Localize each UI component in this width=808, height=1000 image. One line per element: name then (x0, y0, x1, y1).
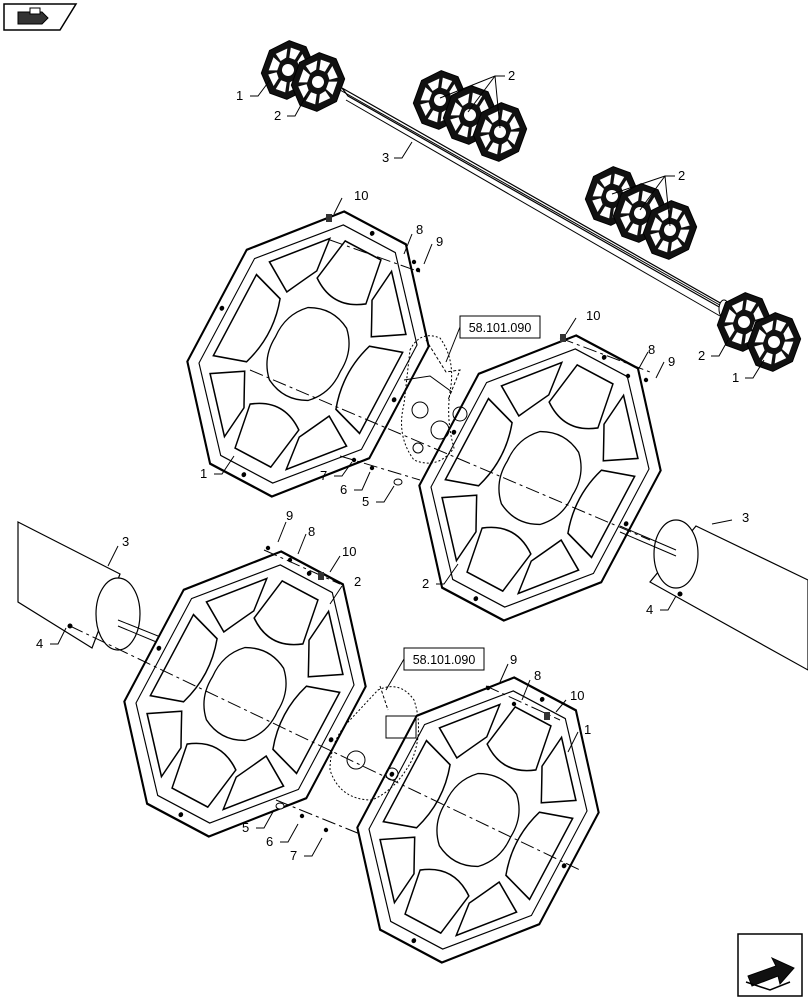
callout-4: 4 (36, 636, 43, 651)
back-arrow-icon[interactable] (737, 933, 803, 997)
upper-drive-mechanism (401, 335, 468, 464)
callout-1: 1 (584, 722, 591, 737)
callout-2: 2 (698, 348, 705, 363)
callout-2: 2 (422, 576, 429, 591)
callout-10: 10 (354, 188, 368, 203)
right-shaft (619, 519, 808, 671)
reference-text: 58.101.090 (469, 321, 532, 335)
callout-5: 5 (362, 494, 369, 509)
callout-2: 2 (354, 574, 361, 589)
callout-8: 8 (648, 342, 655, 357)
small-shaft-assembly (250, 34, 807, 379)
callout-1: 1 (200, 466, 207, 481)
left-shaft (17, 521, 169, 651)
callout-2: 2 (678, 168, 685, 183)
callouts: 1 2 3 2 2 2 1 10 8 9 1 7 6 5 10 8 9 2 3 … (36, 68, 749, 863)
callout-10: 10 (586, 308, 600, 323)
reference-box-upper[interactable]: 58.101.090 (445, 315, 541, 363)
leader-lines (50, 197, 733, 857)
callout-2: 2 (508, 68, 515, 83)
callout-9: 9 (510, 652, 517, 667)
callout-7: 7 (290, 848, 297, 863)
callout-6: 6 (340, 482, 347, 497)
lower-right-wheel (318, 644, 638, 996)
callout-5: 5 (242, 820, 249, 835)
lower-drive-mechanism (329, 685, 419, 801)
callout-4: 4 (646, 602, 653, 617)
callout-3: 3 (382, 150, 389, 165)
callout-2: 2 (274, 108, 281, 123)
callout-9: 9 (436, 234, 443, 249)
callout-7: 7 (320, 468, 327, 483)
callout-8: 8 (534, 668, 541, 683)
callout-1: 1 (732, 370, 739, 385)
callout-10: 10 (570, 688, 584, 703)
callout-1: 1 (236, 88, 243, 103)
cut-parts-icon (3, 3, 78, 31)
callout-8: 8 (416, 222, 423, 237)
lower-left-wheel (85, 518, 405, 870)
callout-8: 8 (308, 524, 315, 539)
reference-box-lower[interactable]: 58.101.090 (385, 647, 485, 691)
reference-text: 58.101.090 (413, 653, 476, 667)
callout-3: 3 (122, 534, 129, 549)
callout-9: 9 (668, 354, 675, 369)
callout-9: 9 (286, 508, 293, 523)
callout-10: 10 (342, 544, 356, 559)
callout-6: 6 (266, 834, 273, 849)
callout-3: 3 (742, 510, 749, 525)
fasteners (265, 214, 649, 833)
